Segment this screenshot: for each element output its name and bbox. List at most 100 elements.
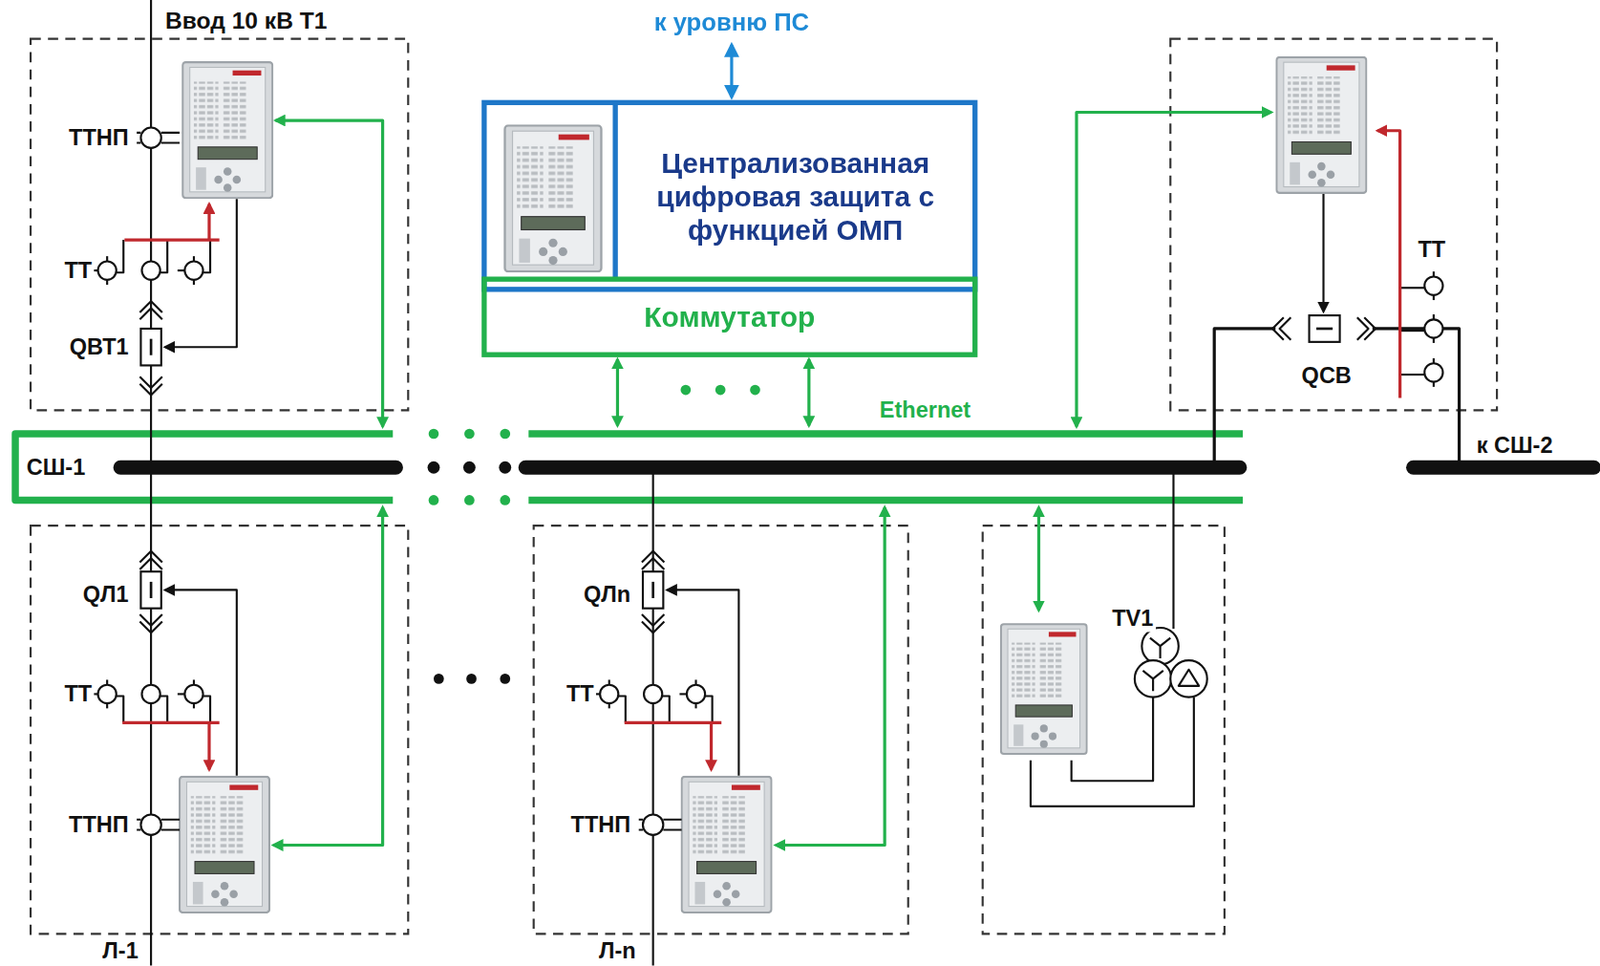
- relay-terminal: [179, 776, 270, 913]
- scheme-label: к СШ-2: [1474, 432, 1556, 460]
- current-transformer: [141, 260, 160, 279]
- ethernet-connector: [616, 359, 619, 426]
- ellipsis-dot: [427, 461, 441, 474]
- breaker-mark: [149, 339, 153, 356]
- circuit-breaker: [642, 571, 663, 608]
- node-text: Централизованная цифровая защита с функц…: [624, 105, 967, 287]
- plug-contact: [139, 376, 163, 395]
- breaker-mark: [651, 581, 655, 598]
- relay-terminal: [1276, 57, 1366, 193]
- plug-contact: [1272, 317, 1291, 341]
- scheme-label: Ввод 10 кВ Т1: [163, 6, 330, 34]
- ellipsis-dot: [464, 494, 475, 506]
- scheme-label: QВТ1: [67, 333, 131, 361]
- feeder-line: [652, 469, 655, 965]
- panel-divider: [612, 102, 618, 278]
- relay-terminal: [505, 125, 602, 272]
- current-transformer: [98, 260, 117, 279]
- trip-circuit: [165, 198, 237, 347]
- circuit-breaker: [1309, 315, 1341, 342]
- ellipsis-dot: [464, 428, 475, 440]
- scheme-label: QЛ1: [81, 581, 131, 609]
- current-transformer: [184, 260, 203, 279]
- ethernet-link: [775, 507, 885, 846]
- scheme-label: ТТНП: [66, 810, 131, 838]
- ct-lead: [1400, 286, 1426, 289]
- relay-terminal: [682, 776, 772, 913]
- vt-line: [1172, 467, 1174, 629]
- ethernet-link: [1076, 112, 1272, 427]
- current-transformer: [1424, 362, 1443, 382]
- uplink-arrow: [729, 44, 733, 97]
- vt-secondary: [1071, 697, 1153, 782]
- ct-lead: [177, 692, 185, 695]
- ct-lead: [704, 696, 712, 724]
- ellipsis-dot: [499, 494, 511, 506]
- feeder-line: [149, 469, 152, 965]
- scheme-label: ТТ: [564, 681, 597, 708]
- ct-lead: [160, 696, 168, 724]
- scheme-label: QСВ: [1299, 362, 1353, 389]
- ct-lead: [203, 239, 211, 273]
- scheme-label: TV1: [1109, 604, 1155, 632]
- zct-lead: [136, 132, 180, 144]
- ellipsis-dot: [681, 384, 692, 396]
- ct-signal: [709, 722, 713, 769]
- ellipsis-dot: [715, 384, 726, 396]
- busbar: [1413, 460, 1595, 475]
- zero-sequence-ct: [140, 813, 161, 834]
- scheme-label: к уровню ПС: [652, 9, 812, 37]
- bus-tie-line: [1214, 328, 1459, 468]
- ellipsis-dot: [499, 428, 511, 440]
- scheme-layout: [15, 0, 1595, 966]
- ct-lead: [116, 696, 124, 724]
- ct-lead: [679, 692, 686, 695]
- wye-mark: [1150, 638, 1171, 659]
- scheme-label: ТТ: [1415, 236, 1448, 264]
- ellipsis-dot: [498, 461, 512, 474]
- trip-circuit: [667, 589, 740, 775]
- ethernet-link: [273, 507, 383, 846]
- trip-circuit: [165, 589, 237, 775]
- current-transformer: [643, 684, 662, 704]
- current-transformer: [141, 684, 160, 704]
- ellipsis-dot: [433, 673, 445, 684]
- panel-cell: [30, 39, 408, 411]
- scheme-label: ТТ: [62, 256, 94, 284]
- scheme-label: QЛn: [581, 581, 633, 609]
- ethernet-link: [1037, 507, 1041, 611]
- relay-terminal: [182, 62, 273, 198]
- zero-sequence-ct: [140, 128, 161, 149]
- current-transformer: [184, 684, 203, 704]
- current-transformer: [599, 684, 619, 704]
- ct-secondary-bus: [624, 721, 722, 725]
- ethernet-connector: [807, 359, 811, 426]
- wye-mark: [1142, 670, 1163, 691]
- scheme-label: Л-1: [100, 938, 141, 965]
- ellipsis-dot: [466, 673, 477, 684]
- breaker-mark: [1316, 327, 1333, 331]
- panel-cell: [533, 525, 909, 934]
- plug-contact: [641, 614, 665, 633]
- vt-winding: [1141, 627, 1178, 664]
- ct-lead: [160, 239, 168, 273]
- current-transformer: [98, 684, 117, 704]
- relay-terminal: [1001, 623, 1088, 754]
- scheme-label: Л-n: [597, 938, 639, 965]
- ct-lead: [203, 696, 211, 724]
- ct-lead: [116, 239, 124, 273]
- delta-mark: [1178, 669, 1199, 686]
- scheme-label: ТТНП: [568, 810, 633, 838]
- trip-circuit: [1322, 193, 1324, 312]
- panel-cell: [1170, 39, 1497, 411]
- ellipsis-dot: [428, 428, 440, 440]
- current-transformer: [1424, 276, 1443, 295]
- plug-contact: [1357, 317, 1376, 341]
- ethernet-link: [275, 120, 383, 427]
- ct-secondary-bus: [124, 237, 219, 241]
- zct-lead: [136, 819, 180, 831]
- ct-lead: [661, 696, 669, 724]
- circuit-breaker: [140, 571, 161, 608]
